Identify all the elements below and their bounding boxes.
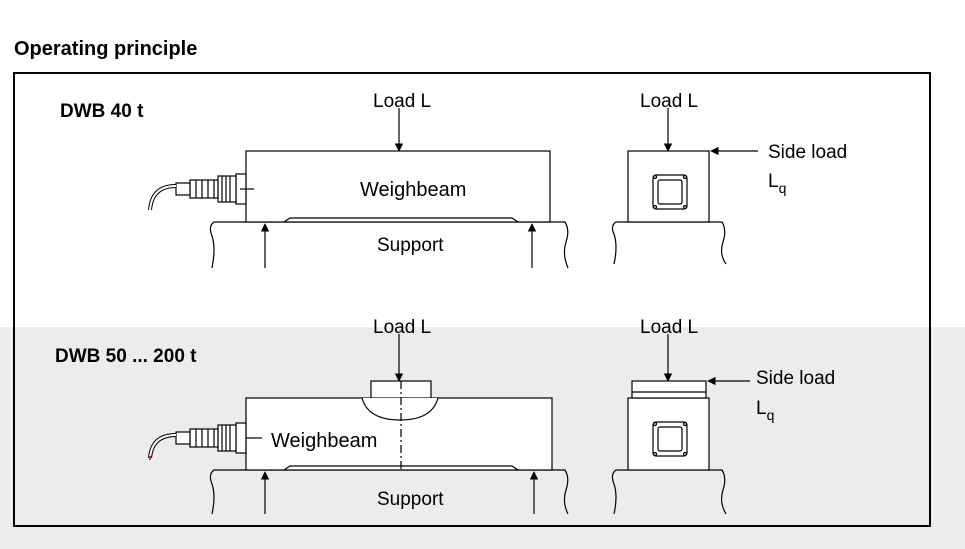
side-view-top bbox=[148, 150, 569, 269]
end-support-ground bbox=[611, 221, 727, 265]
side-load-label-top: Side load bbox=[768, 142, 847, 163]
end-load-label-top: Load L bbox=[640, 91, 698, 112]
end-beam-body bbox=[627, 150, 710, 223]
side-load-symbol-top: Lq bbox=[768, 171, 786, 196]
support-label-top: Support bbox=[377, 235, 444, 256]
end-beam-body bbox=[627, 397, 710, 471]
weighbeam-label-top: Weighbeam bbox=[360, 179, 466, 201]
model-label-top: DWB 40 t bbox=[60, 101, 144, 122]
end-load-pad bbox=[631, 380, 707, 399]
end-support-ground bbox=[611, 469, 727, 515]
page-heading: Operating principle bbox=[14, 38, 198, 60]
weighbeam-label-bottom: Weighbeam bbox=[271, 430, 377, 452]
end-view-top bbox=[611, 150, 727, 265]
model-label-bottom: DWB 50 ... 200 t bbox=[55, 346, 197, 367]
diagram-frame bbox=[13, 72, 931, 527]
side-load-label-bottom: Side load bbox=[756, 368, 835, 389]
saddle bbox=[361, 397, 439, 421]
side-view-bottom bbox=[148, 380, 569, 515]
end-view-bottom bbox=[611, 380, 727, 515]
side-load-symbol-bottom: Lq bbox=[756, 398, 774, 423]
end-load-label-bottom: Load L bbox=[640, 317, 698, 338]
load-label-bottom: Load L bbox=[373, 317, 431, 338]
support-label-bottom: Support bbox=[377, 489, 444, 510]
load-label-top: Load L bbox=[373, 91, 431, 112]
cable-connector bbox=[148, 422, 262, 460]
cable-connector bbox=[148, 173, 254, 211]
